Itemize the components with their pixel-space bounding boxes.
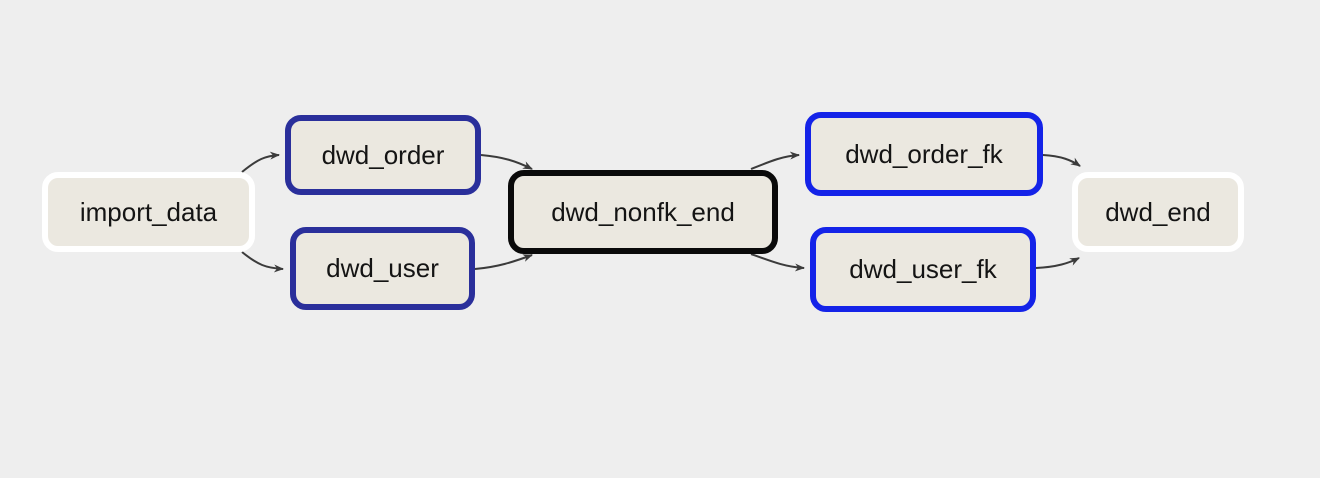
node-label: dwd_nonfk_end (551, 196, 735, 227)
node-label: dwd_user_fk (849, 254, 997, 284)
node-label: dwd_end (1105, 196, 1211, 227)
edge-import_data-dwd_user (241, 251, 284, 273)
node-dwd_user[interactable]: dwd_user (290, 227, 475, 310)
node-dwd_order_fk[interactable]: dwd_order_fk (805, 112, 1043, 196)
edge-dwd_nonfk_end-dwd_user_fk (750, 253, 805, 272)
edge-dwd_order_fk-dwd_end (1042, 154, 1081, 167)
node-label: import_data (79, 196, 218, 227)
edge-dwd_user-dwd_nonfk_end (474, 254, 533, 270)
edge-dwd_user_fk-dwd_end (1035, 257, 1080, 269)
node-dwd_user_fk[interactable]: dwd_user_fk (810, 227, 1036, 312)
edge-dwd_order-dwd_nonfk_end (480, 154, 533, 170)
node-dwd_end[interactable]: dwd_end (1072, 172, 1244, 252)
node-import_data[interactable]: import_data (42, 172, 255, 252)
edge-dwd_nonfk_end-dwd_order_fk (750, 151, 800, 170)
node-dwd_nonfk_end[interactable]: dwd_nonfk_end (508, 170, 778, 254)
node-label: dwd_order_fk (845, 138, 1003, 169)
edge-import_data-dwd_order (241, 151, 280, 173)
node-dwd_order[interactable]: dwd_order (285, 115, 481, 195)
node-label: dwd_order (321, 139, 445, 170)
node-label: dwd_user (326, 253, 439, 283)
